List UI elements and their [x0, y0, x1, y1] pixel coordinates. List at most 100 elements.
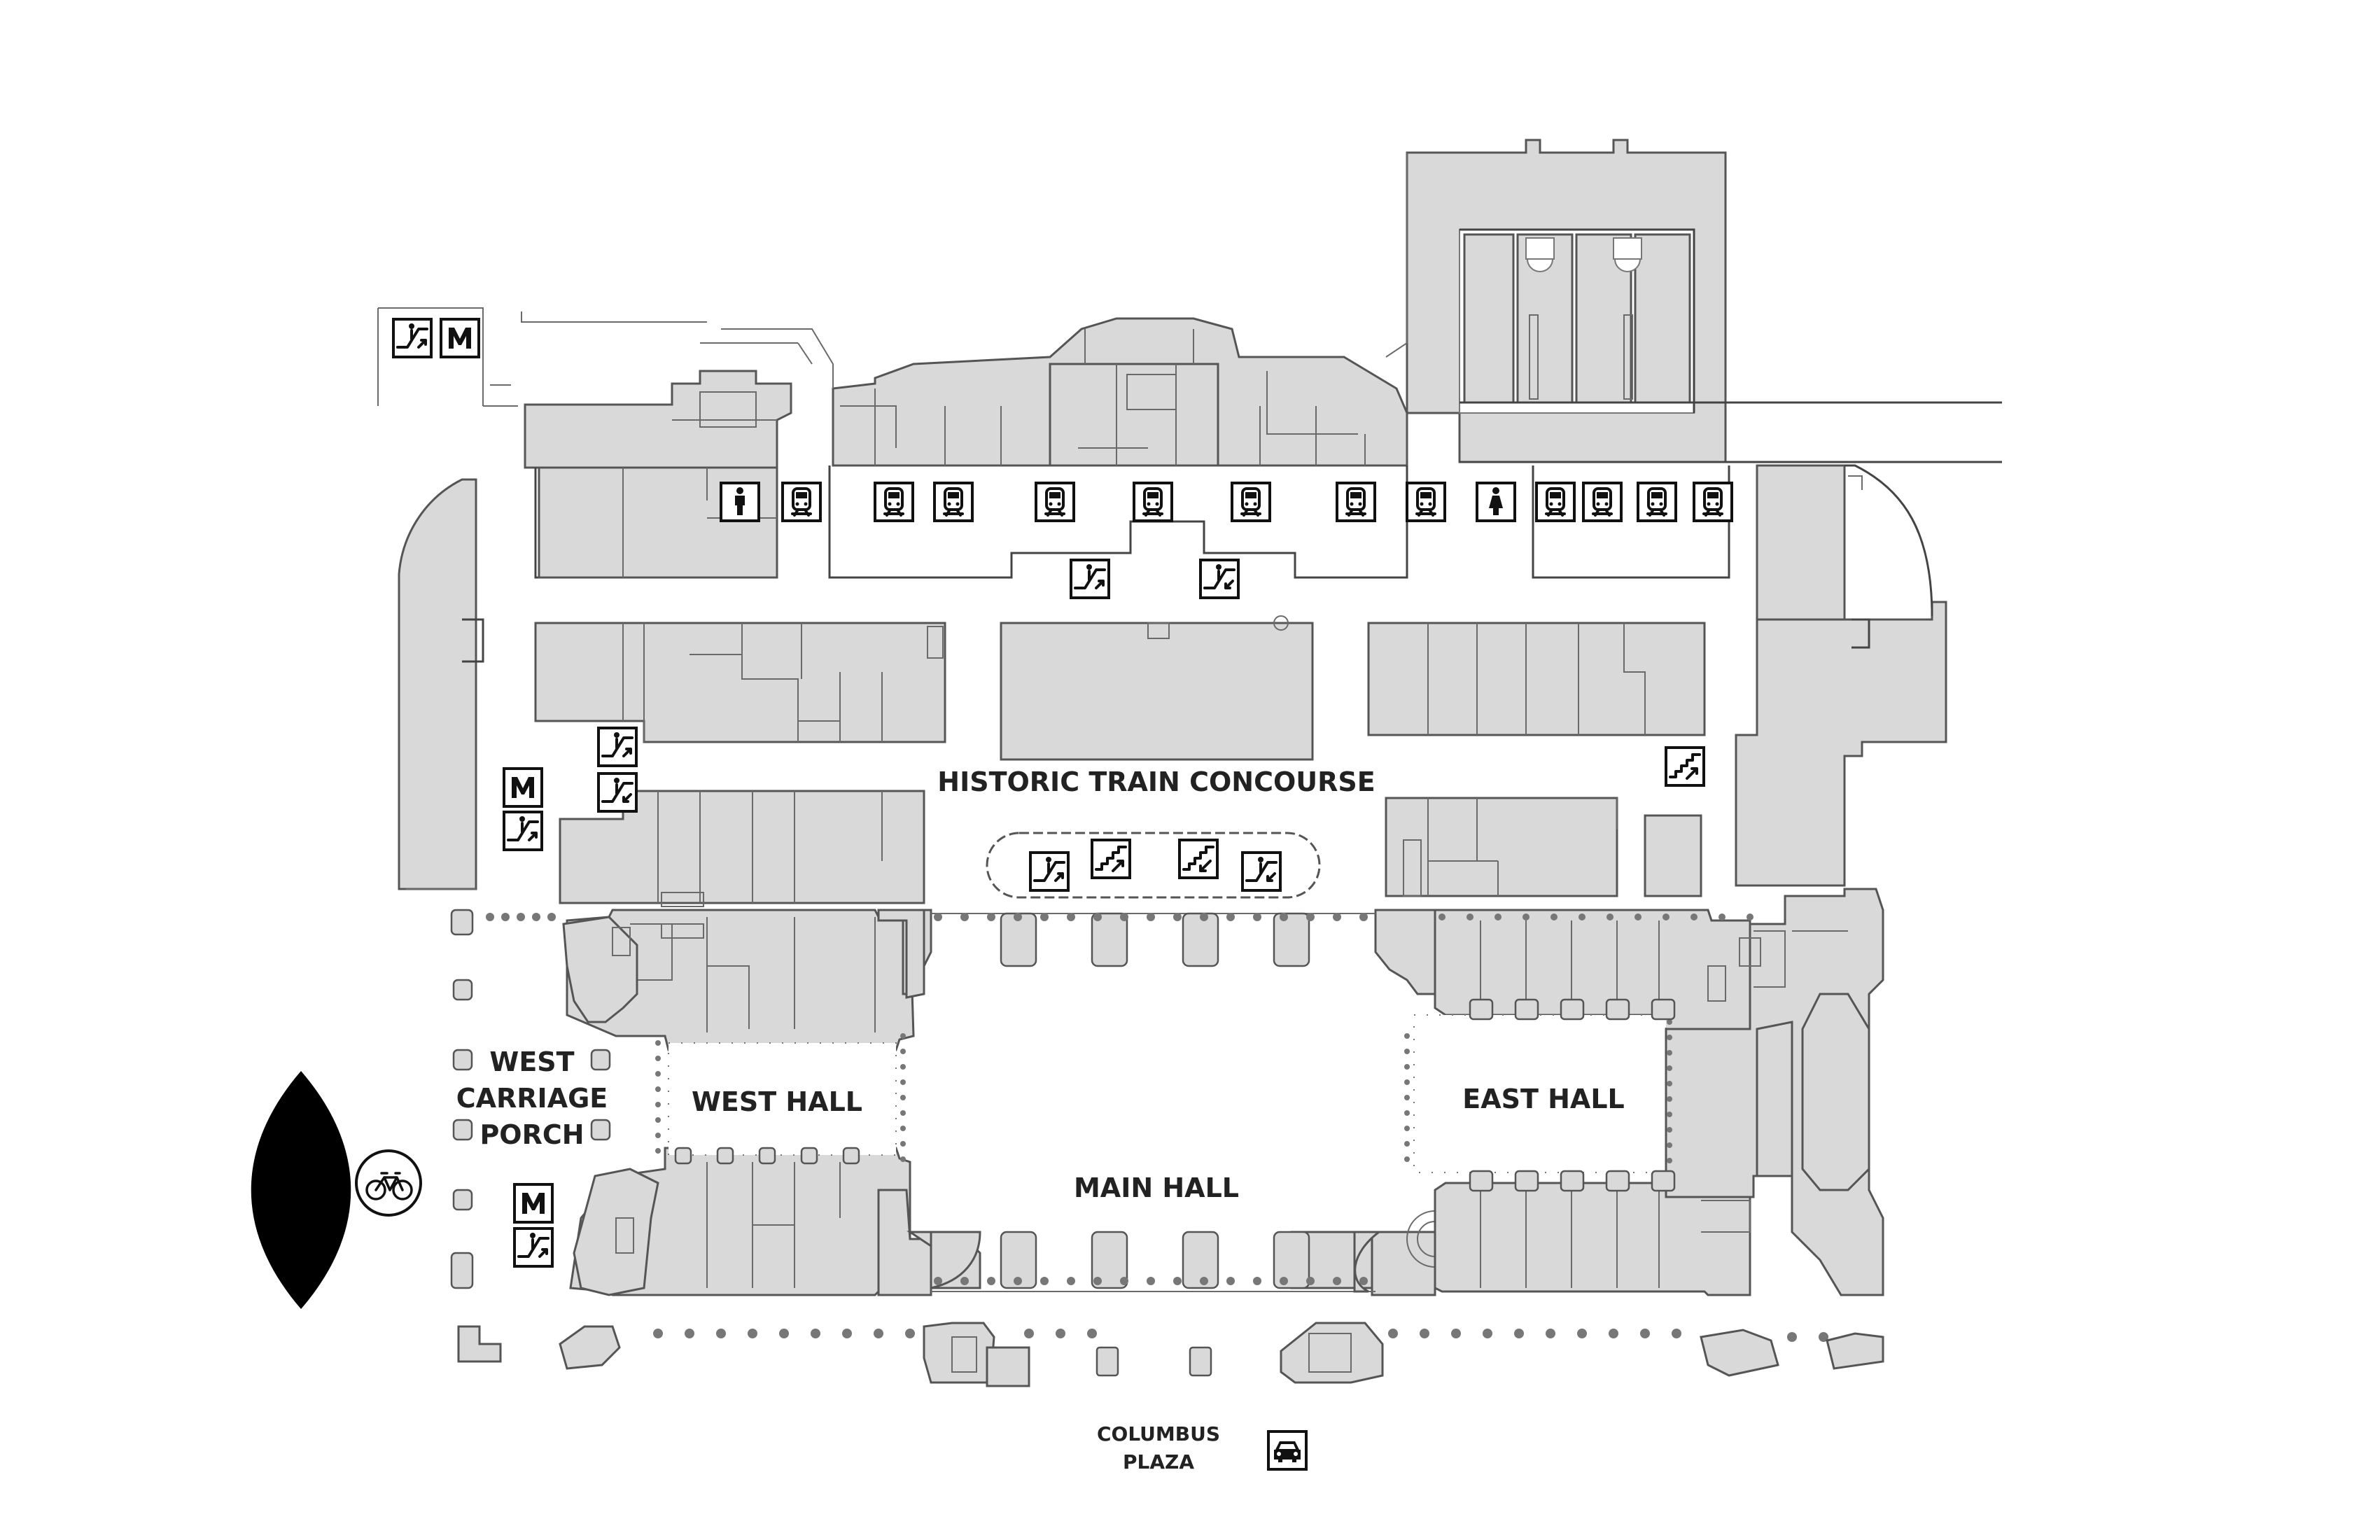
colonnade-column	[655, 1040, 661, 1046]
colonnade-column	[1404, 1095, 1410, 1100]
colonnade-column	[486, 913, 494, 921]
east-end-block	[1665, 888, 1884, 1296]
escalator-icon[interactable]	[597, 727, 638, 767]
east-hall-label: EAST HALL	[1462, 1084, 1625, 1114]
east-concourse-south-block	[1385, 797, 1702, 897]
colonnade-column	[655, 1056, 661, 1061]
colonnade-column	[874, 1329, 883, 1338]
colonnade-column	[501, 913, 510, 921]
stairs-icon[interactable]	[1665, 746, 1705, 787]
colonnade-column	[1667, 1035, 1672, 1040]
colonnade-column	[1056, 1329, 1065, 1338]
west-curved-building	[398, 478, 484, 890]
east-concourse-north-block	[1367, 622, 1706, 736]
metro-icon[interactable]	[440, 318, 480, 358]
metro-icon[interactable]	[503, 767, 543, 808]
colonnade-column	[1404, 1079, 1410, 1085]
colonnade-column	[1306, 1277, 1315, 1285]
colonnade-column	[1667, 1127, 1672, 1133]
colonnade-column	[1067, 1277, 1075, 1285]
taxi-icon[interactable]	[1267, 1430, 1308, 1471]
colonnade-column	[842, 1329, 852, 1338]
colonnade-column	[653, 1329, 663, 1338]
colonnade-column	[1280, 1277, 1288, 1285]
escalator-icon[interactable]	[392, 318, 433, 358]
bicycle-icon[interactable]	[355, 1149, 422, 1217]
columbus-plaza-label-line2: PLAZA	[1123, 1450, 1194, 1474]
escalator-icon[interactable]	[1199, 559, 1240, 599]
colonnade-column	[960, 913, 969, 921]
colonnade-column	[655, 1117, 661, 1123]
colonnade-column	[1200, 913, 1208, 921]
colonnade-column	[1466, 913, 1474, 920]
colonnade-column	[1819, 1332, 1828, 1342]
train-icon[interactable]	[1035, 482, 1075, 522]
central-escalator-island	[986, 832, 1321, 899]
northeast-block	[1735, 464, 1947, 887]
colonnade-column	[547, 913, 556, 921]
center-concourse-building	[1000, 615, 1314, 761]
escalator-icon[interactable]	[1029, 851, 1070, 892]
colonnade-column	[1226, 913, 1235, 921]
train-icon[interactable]	[1133, 482, 1173, 522]
colonnade-column	[1667, 1112, 1672, 1117]
train-icon[interactable]	[874, 482, 914, 522]
colonnade-column	[1226, 1277, 1235, 1285]
colonnade-dots	[486, 913, 1828, 1342]
colonnade-column	[1550, 913, 1558, 920]
west-carriage-porch-label-line3: PORCH	[479, 1119, 584, 1150]
colonnade-column	[1718, 913, 1726, 920]
colonnade-column	[1093, 913, 1102, 921]
train-icon[interactable]	[1336, 482, 1376, 522]
train-icon[interactable]	[1406, 482, 1446, 522]
north-retail-row	[524, 317, 1408, 469]
colonnade-column	[1667, 1142, 1672, 1148]
colonnade-column	[1388, 1329, 1398, 1338]
escalator-icon[interactable]	[513, 1227, 554, 1268]
train-icon[interactable]	[933, 482, 974, 522]
escalator-icon[interactable]	[503, 811, 543, 851]
colonnade-column	[1420, 1329, 1429, 1338]
escalator-icon[interactable]	[1070, 559, 1110, 599]
train-icon[interactable]	[1582, 482, 1623, 522]
stairs-icon[interactable]	[1091, 839, 1131, 879]
north-arrow-icon	[251, 1071, 351, 1309]
colonnade-column	[1667, 1050, 1672, 1056]
colonnade-column	[1404, 1064, 1410, 1070]
colonnade-column	[1067, 913, 1075, 921]
train-icon[interactable]	[1535, 482, 1576, 522]
train-icon[interactable]	[781, 482, 822, 522]
colonnade-column	[987, 913, 995, 921]
colonnade-column	[655, 1086, 661, 1092]
colonnade-column	[1634, 913, 1642, 920]
metro-icon[interactable]	[513, 1183, 554, 1224]
colonnade-column	[900, 1049, 906, 1054]
west-end-block	[562, 916, 659, 1296]
colonnade-column	[934, 1277, 942, 1285]
north-track-block	[1385, 139, 2002, 463]
escalator-icon[interactable]	[1241, 851, 1282, 892]
train-icon[interactable]	[1637, 482, 1677, 522]
colonnade-column	[905, 1329, 915, 1338]
escalator-icon[interactable]	[597, 772, 638, 813]
colonnade-column	[1662, 913, 1670, 920]
colonnade-column	[1640, 1329, 1650, 1338]
restroom-women-icon[interactable]	[1476, 482, 1516, 522]
restroom-men-icon[interactable]	[720, 482, 760, 522]
train-icon[interactable]	[1693, 482, 1733, 522]
colonnade-column	[1578, 913, 1586, 920]
colonnade-column	[716, 1329, 726, 1338]
colonnade-column	[685, 1329, 694, 1338]
colonnade-column	[1404, 1156, 1410, 1162]
colonnade-column	[1787, 1332, 1797, 1342]
colonnade-column	[655, 1148, 661, 1154]
colonnade-column	[1404, 1126, 1410, 1131]
west-concourse-north-block	[534, 622, 946, 743]
colonnade-column	[1040, 1277, 1049, 1285]
colonnade-column	[517, 913, 525, 921]
colonnade-column	[1359, 1277, 1368, 1285]
colonnade-column	[1404, 1049, 1410, 1054]
colonnade-column	[900, 1110, 906, 1116]
train-icon[interactable]	[1231, 482, 1271, 522]
stairs-icon[interactable]	[1178, 839, 1219, 879]
